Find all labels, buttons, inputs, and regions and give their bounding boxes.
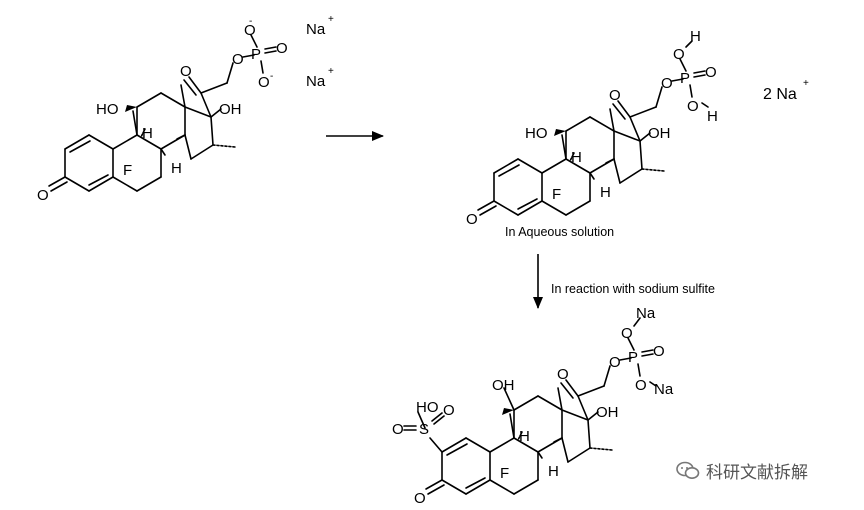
atom-OH: OH: [596, 404, 619, 421]
charge-plus: +: [328, 14, 334, 25]
molecule-intermediate: O HO OH H H F O O P O O H O H: [466, 28, 718, 228]
atom-O: O: [414, 490, 426, 507]
molecule-reactant: O HO OH H H F O O P O O - O -: [37, 16, 288, 204]
atom-O: O: [276, 40, 288, 57]
atom-O: O: [705, 64, 717, 81]
atom-H: H: [690, 28, 701, 45]
atom-O: O: [392, 421, 404, 438]
atom-P: P: [628, 349, 638, 366]
atom-O: O: [232, 51, 244, 68]
atom-F: F: [552, 186, 561, 203]
watermark-text: 科研文献拆解: [706, 463, 808, 483]
atom-HO: HO: [416, 399, 439, 416]
atom-O: O: [180, 63, 192, 80]
two-sodium-ions: 2 Na: [763, 86, 797, 103]
atom-S: S: [419, 421, 429, 438]
atom-O: O: [653, 343, 665, 360]
atom-F: F: [123, 162, 132, 179]
atom-OH: OH: [648, 125, 671, 142]
atom-H: H: [519, 428, 530, 445]
atom-OH: OH: [492, 377, 515, 394]
charge-plus: +: [803, 78, 809, 89]
sodium-ion-lower: Na: [306, 73, 326, 90]
atom-H: H: [171, 160, 182, 177]
atom-O: O: [609, 354, 621, 371]
charge-plus: +: [328, 66, 334, 77]
sodium-ion-upper: Na: [306, 21, 326, 38]
atom-F: F: [500, 465, 509, 482]
watermark: 科研文献拆解: [676, 458, 808, 483]
atom-Na: Na: [636, 305, 656, 322]
atom-O: O: [557, 366, 569, 383]
steroid-skeleton: [48, 34, 277, 192]
atom-O: O: [687, 98, 699, 115]
atom-O-minus: O: [244, 22, 256, 39]
atom-O: O: [443, 402, 455, 419]
charge-minus: -: [249, 16, 252, 27]
atom-H: H: [600, 184, 611, 201]
charge-minus: -: [270, 71, 273, 82]
atom-O: O: [466, 211, 478, 228]
atom-H: H: [571, 149, 582, 166]
atom-H: H: [707, 108, 718, 125]
atom-Na: Na: [654, 381, 674, 398]
atom-P: P: [680, 70, 690, 87]
atom-O: O: [621, 325, 633, 342]
atom-HO: HO: [525, 125, 548, 142]
wechat-icon: [676, 461, 700, 479]
atom-HO: HO: [96, 101, 119, 118]
atom-H: H: [548, 463, 559, 480]
condition-aqueous: In Aqueous solution: [505, 225, 614, 239]
atom-P: P: [251, 46, 261, 63]
atom-O: O: [609, 87, 621, 104]
atom-H: H: [142, 125, 153, 142]
atom-O: O: [37, 187, 49, 204]
molecule-product: O OH OH H H F O O P O O Na O Na HO O S O: [392, 305, 674, 507]
atom-O: O: [673, 46, 685, 63]
condition-sulfite: In reaction with sodium sulfite: [551, 282, 715, 296]
atom-O: O: [661, 75, 673, 92]
atom-O-minus: O: [258, 74, 270, 91]
atom-OH: OH: [219, 101, 242, 118]
atom-O: O: [635, 377, 647, 394]
